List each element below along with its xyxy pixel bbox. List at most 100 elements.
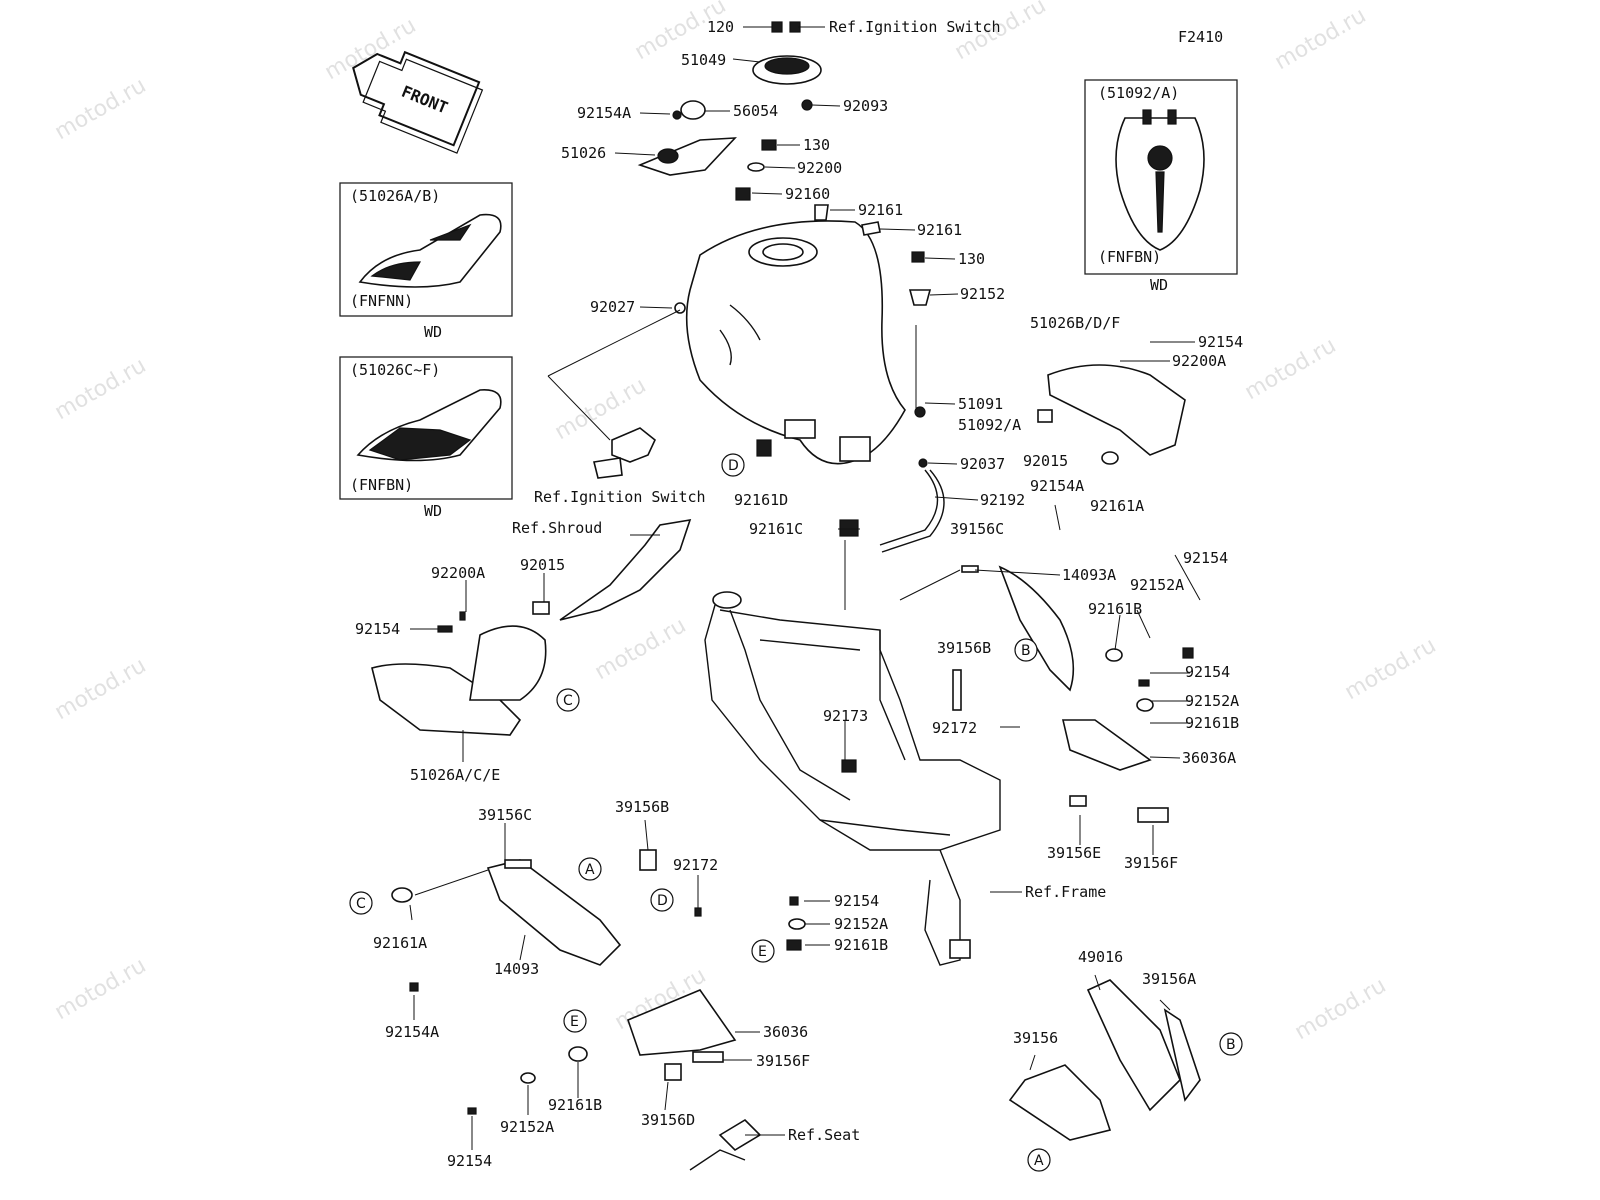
part-label: 51026: [561, 144, 606, 162]
part-label: 92161A: [373, 934, 427, 952]
part-label: 92154: [1185, 663, 1230, 681]
callout: C: [563, 693, 573, 709]
part-label: 120: [707, 18, 734, 36]
watermark: motod.ru: [51, 73, 151, 145]
callout: D: [728, 458, 739, 474]
inset-variant: (FNFBN): [1098, 248, 1161, 266]
part-label: 39156C: [950, 520, 1004, 538]
part-label: 39156B: [937, 639, 991, 657]
part-label: 92152A: [500, 1118, 554, 1136]
part-label: 92161: [858, 201, 903, 219]
front-arrow-icon: FRONT: [352, 50, 484, 154]
part-label: 92152A: [1130, 576, 1184, 594]
part-label: 130: [958, 250, 985, 268]
part-label: 92154: [355, 620, 400, 638]
inset-code: (51026C~F): [350, 361, 440, 379]
callout: B: [1226, 1037, 1236, 1053]
part-label: 36036A: [1182, 749, 1236, 767]
ref-ignition-switch: Ref.Ignition Switch: [534, 488, 706, 506]
part-label: 92154A: [577, 104, 631, 122]
callout: E: [758, 944, 767, 960]
part-label: 51091: [958, 395, 1003, 413]
part-label: 92172: [932, 719, 977, 737]
inset-tag: WD: [424, 323, 442, 341]
part-label: 92154: [1183, 549, 1228, 567]
part-label: 14093: [494, 960, 539, 978]
part-label: 130: [803, 136, 830, 154]
callout: B: [1021, 643, 1031, 659]
part-label: 92172: [673, 856, 718, 874]
part-label: 92161B: [1088, 600, 1142, 618]
reference-labels: Ref.Ignition Switch Ref.Ignition Switch …: [512, 18, 1106, 1144]
part-label: 92161D: [734, 491, 788, 509]
part-label: 39156E: [1047, 844, 1101, 862]
part-label: 39156: [1013, 1029, 1058, 1047]
part-label: 51049: [681, 51, 726, 69]
callout: D: [657, 893, 668, 909]
fuel-tank-assembly: [593, 21, 945, 553]
figure-code: F2410: [1178, 28, 1223, 46]
watermark: motod.ru: [1291, 973, 1391, 1045]
part-label: 92015: [1023, 452, 1068, 470]
watermark: motod.ru: [1271, 3, 1371, 75]
part-label: 92161C: [749, 520, 803, 538]
part-label: 92161B: [1185, 714, 1239, 732]
callout: E: [570, 1014, 579, 1030]
part-label: 92152A: [834, 915, 888, 933]
part-label: 39156A: [1142, 970, 1196, 988]
part-label: 92015: [520, 556, 565, 574]
part-label: 39156D: [641, 1111, 695, 1129]
ref-ignition-switch-top: Ref.Ignition Switch: [829, 18, 1001, 36]
part-label: 51026B/D/F: [1030, 314, 1120, 332]
part-label: 92154: [447, 1152, 492, 1170]
part-label: 92154: [1198, 333, 1243, 351]
inset-tag: WD: [424, 502, 442, 520]
part-label: 51026A/C/E: [410, 766, 500, 784]
right-side-parts: [952, 364, 1194, 823]
inset-variant: (FNFBN): [350, 476, 413, 494]
part-label: 14093A: [1062, 566, 1116, 584]
part-label: 92037: [960, 455, 1005, 473]
callout-letters: D B C C A D E E B A: [349, 453, 1243, 1172]
inset-tag: WD: [1150, 276, 1168, 294]
part-labels: 120 51049 92154A 56054 92093 51026 130 9…: [355, 18, 1243, 1170]
part-label: 39156F: [1124, 854, 1178, 872]
leader-lines: [409, 26, 1201, 1150]
callout: A: [585, 862, 595, 878]
part-label: 92152: [960, 285, 1005, 303]
inset-variant: (FNFNN): [350, 292, 413, 310]
part-label: 92200A: [1172, 352, 1226, 370]
frame-body: [704, 591, 1001, 966]
bottom-parts: [467, 896, 1201, 1171]
inset-51026CF: (51026C~F) (FNFBN) WD: [339, 356, 513, 520]
part-label: 92161: [917, 221, 962, 239]
part-label: 92154A: [1030, 477, 1084, 495]
part-label: 92161A: [1090, 497, 1144, 515]
inset-code: (51092/A): [1098, 84, 1179, 102]
callout: C: [356, 896, 366, 912]
watermark: motod.ru: [591, 613, 691, 685]
watermark: motod.ru: [51, 653, 151, 725]
part-label: 39156F: [756, 1052, 810, 1070]
part-label: 92173: [823, 707, 868, 725]
part-label: 92154A: [385, 1023, 439, 1041]
part-label: 92152A: [1185, 692, 1239, 710]
watermark: motod.ru: [51, 953, 151, 1025]
callout: A: [1034, 1153, 1044, 1169]
inset-51026AB: (51026A/B) (FNFNN) WD: [339, 182, 513, 341]
inset-51092A: (51092/A) (FNFBN) WD: [1084, 79, 1238, 294]
part-label: 92161B: [548, 1096, 602, 1114]
left-side-parts: [371, 518, 702, 992]
ref-seat: Ref.Seat: [788, 1126, 860, 1144]
ref-shroud: Ref.Shroud: [512, 519, 602, 537]
part-label: 92161B: [834, 936, 888, 954]
part-label: 39156C: [478, 806, 532, 824]
part-label: 92200A: [431, 564, 485, 582]
part-label: 92192: [980, 491, 1025, 509]
part-label: 36036: [763, 1023, 808, 1041]
ref-frame: Ref.Frame: [1025, 883, 1106, 901]
watermark: motod.ru: [1241, 333, 1341, 405]
part-label: 56054: [733, 102, 778, 120]
part-label: 92200: [797, 159, 842, 177]
